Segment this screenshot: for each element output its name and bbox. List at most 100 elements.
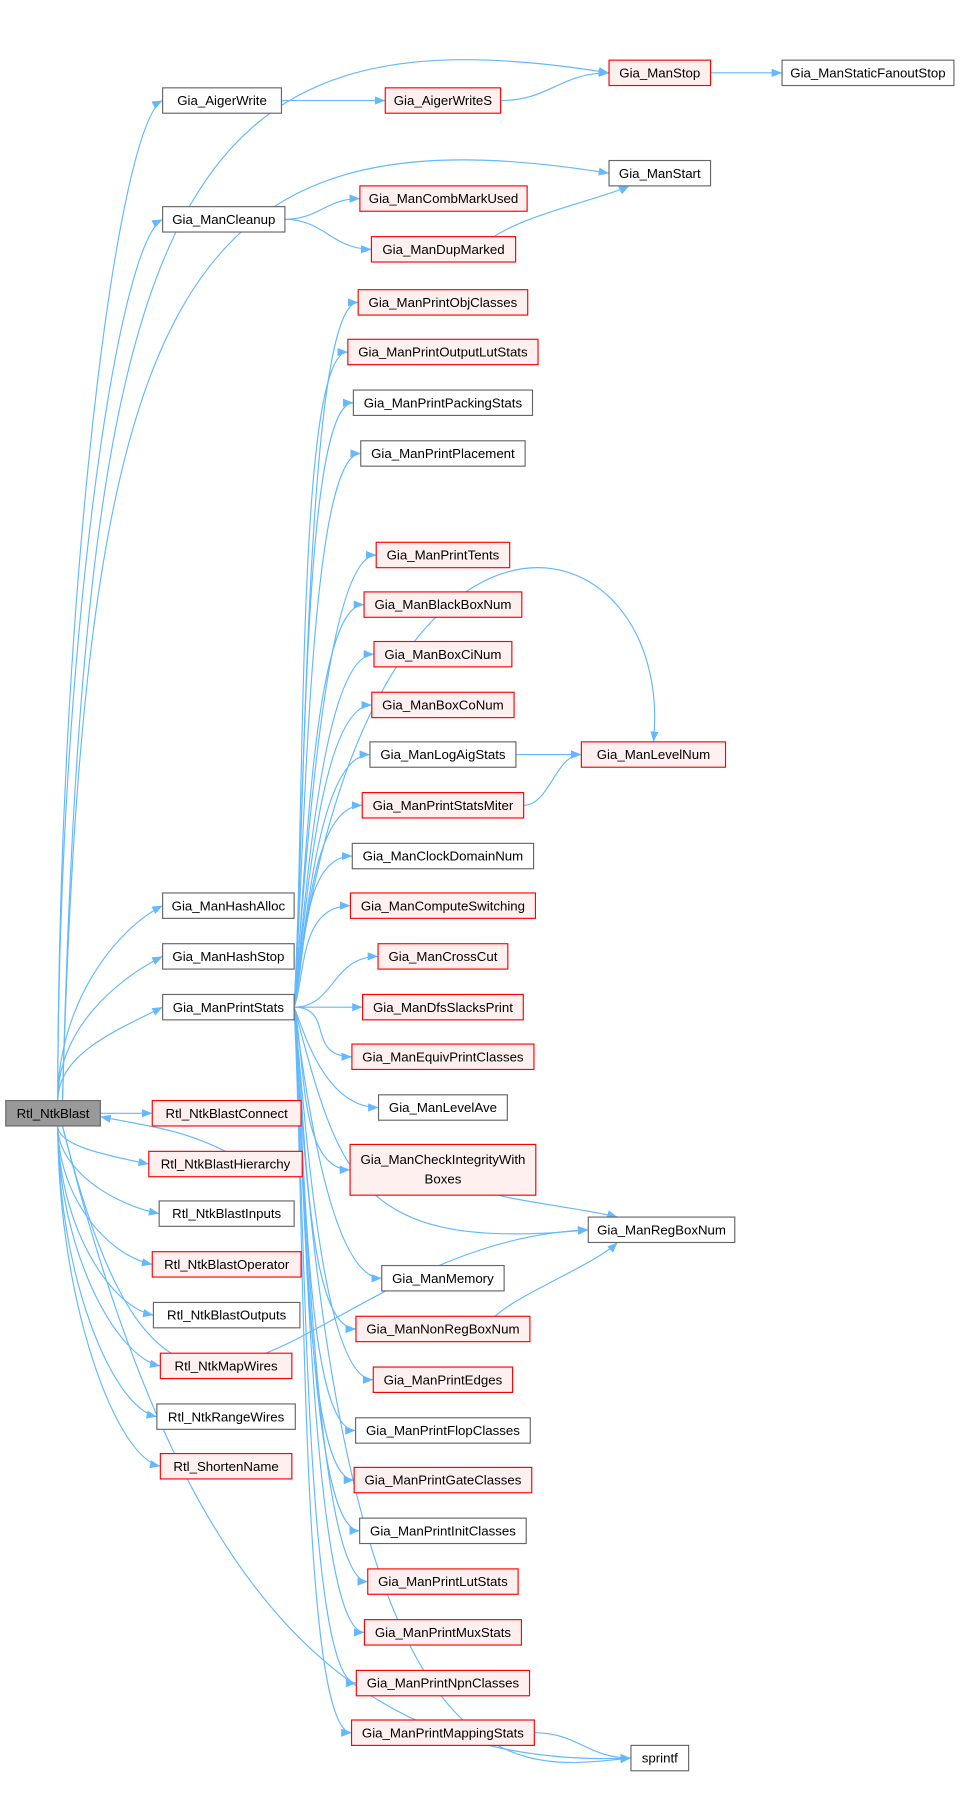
edge-rtl-ntk-blast-to-gia-man-cleanup (57, 218, 163, 1101)
node-gia-man-print-gate-classes[interactable]: Gia_ManPrintGateClasses (353, 1466, 533, 1494)
node-gia-man-print-tents[interactable]: Gia_ManPrintTents (375, 541, 511, 569)
node-gia-man-dfs-slacks-print[interactable]: Gia_ManDfsSlacksPrint (362, 993, 524, 1021)
node-gia-man-clock-domain-num[interactable]: Gia_ManClockDomainNum (351, 842, 535, 870)
edge-rtl-ntk-blast-hierarchy-to-rtl-ntk-blast (100, 1114, 226, 1152)
edge-rtl-ntk-blast-to-gia-man-start (61, 159, 610, 1101)
node-label: Gia_ManCrossCut (388, 949, 497, 964)
node-gia-man-print-init-classes[interactable]: Gia_ManPrintInitClasses (359, 1517, 527, 1545)
node-box (151, 1100, 302, 1127)
node-box (357, 289, 529, 316)
node-gia-man-compute-switching[interactable]: Gia_ManComputeSwitching (349, 892, 537, 919)
node-box (151, 1251, 302, 1278)
node-gia-man-level-ave[interactable]: Gia_ManLevelAve (377, 1094, 508, 1121)
node-gia-man-print-mapping-stats[interactable]: Gia_ManPrintMappingStats (350, 1719, 535, 1746)
edge-gia-man-non-reg-box-num-to-gia-man-reg-box-num (494, 1242, 618, 1317)
node-box (159, 1452, 293, 1480)
node-rtl-ntk-blast[interactable]: Rtl_NtkBlast (5, 1100, 101, 1127)
node-gia-man-start[interactable]: Gia_ManStart (608, 159, 712, 187)
node-label: Gia_ManStop (619, 65, 700, 80)
edge-rtl-ntk-blast-to-rtl-ntk-blast-operator (57, 1125, 153, 1267)
node-label: Gia_ManHashAlloc (172, 898, 286, 913)
node-label: Gia_ManPrintTents (387, 548, 500, 563)
edge-rtl-ntk-blast-to-gia-man-print-stats (57, 1006, 163, 1101)
node-label: Gia_ManComputeSwitching (361, 898, 525, 913)
node-gia-man-level-num[interactable]: Gia_ManLevelNum (580, 741, 727, 768)
node-box (370, 236, 517, 263)
node-label: Gia_ManPrintInitClasses (370, 1523, 516, 1538)
node-label: Rtl_NtkBlast (17, 1106, 90, 1121)
edge-gia-man-print-stats-to-gia-man-memory (293, 1007, 382, 1283)
node-box (359, 1517, 527, 1545)
node-box (363, 1619, 523, 1646)
node-gia-man-print-npn-classes[interactable]: Gia_ManPrintNpnClasses (355, 1669, 531, 1697)
node-gia-man-black-box-num[interactable]: Gia_ManBlackBoxNum (363, 591, 523, 618)
node-rtl-ntk-blast-operator[interactable]: Rtl_NtkBlastOperator (151, 1251, 302, 1278)
node-label: Gia_ManCheckIntegrityWith (360, 1152, 525, 1167)
node-label: Rtl_NtkBlastConnect (166, 1106, 289, 1121)
node-gia-man-box-ci-num[interactable]: Gia_ManBoxCiNum (373, 640, 513, 668)
node-box (587, 1216, 736, 1244)
node-rtl-ntk-blast-hierarchy[interactable]: Rtl_NtkBlastHierarchy (148, 1150, 303, 1178)
node-gia-aiger-write[interactable]: Gia_AigerWrite (162, 87, 283, 114)
node-rtl-shorten-name[interactable]: Rtl_ShortenName (159, 1452, 293, 1480)
node-gia-man-print-lut-stats[interactable]: Gia_ManPrintLutStats (367, 1568, 519, 1595)
node-rtl-ntk-blast-connect[interactable]: Rtl_NtkBlastConnect (151, 1100, 302, 1127)
node-box (349, 892, 537, 919)
node-rtl-ntk-range-wires[interactable]: Rtl_NtkRangeWires (156, 1403, 296, 1430)
node-gia-man-cleanup[interactable]: Gia_ManCleanup (162, 206, 286, 233)
node-box (162, 993, 295, 1021)
node-gia-man-print-packing-stats[interactable]: Gia_ManPrintPackingStats (352, 389, 534, 417)
node-gia-man-hash-stop[interactable]: Gia_ManHashStop (162, 943, 295, 970)
node-label: Gia_ManEquivPrintClasses (362, 1049, 524, 1064)
node-box (369, 741, 517, 768)
node-gia-man-dup-marked[interactable]: Gia_ManDupMarked (370, 236, 517, 263)
node-gia-man-equiv-print-classes[interactable]: Gia_ManEquivPrintClasses (351, 1043, 535, 1071)
node-rtl-ntk-blast-outputs[interactable]: Rtl_NtkBlastOutputs (152, 1301, 301, 1329)
node-label: Rtl_NtkBlastInputs (172, 1206, 281, 1221)
node-rtl-ntk-map-wires[interactable]: Rtl_NtkMapWires (159, 1352, 293, 1380)
node-gia-man-print-output-lut-stats[interactable]: Gia_ManPrintOutputLutStats (347, 338, 539, 366)
node-label: Gia_ManLevelAve (389, 1100, 497, 1115)
node-gia-man-cross-cut[interactable]: Gia_ManCrossCut (377, 943, 509, 970)
node-box (375, 541, 511, 569)
node-gia-man-print-placement[interactable]: Gia_ManPrintPlacement (360, 440, 526, 467)
node-gia-man-hash-alloc[interactable]: Gia_ManHashAlloc (162, 892, 295, 919)
edge-gia-man-print-stats-to-gia-man-print-packing-stats (293, 398, 354, 1008)
node-gia-man-box-co-num[interactable]: Gia_ManBoxCoNum (371, 691, 515, 719)
node-gia-man-static-fanout-stop[interactable]: Gia_ManStaticFanoutStop (781, 59, 955, 87)
edge-gia-man-print-stats-to-gia-man-print-tents (293, 550, 377, 1008)
node-gia-man-print-obj-classes[interactable]: Gia_ManPrintObjClasses (357, 289, 529, 316)
node-gia-man-reg-box-num[interactable]: Gia_ManRegBoxNum (587, 1216, 736, 1244)
node-gia-man-print-stats[interactable]: Gia_ManPrintStats (162, 993, 295, 1021)
edge-gia-man-cleanup-to-gia-man-comb-mark-used (284, 194, 360, 220)
node-gia-man-print-mux-stats[interactable]: Gia_ManPrintMuxStats (363, 1619, 523, 1646)
node-gia-man-print-stats-miter[interactable]: Gia_ManPrintStatsMiter (361, 792, 525, 819)
node-gia-man-comb-mark-used[interactable]: Gia_ManCombMarkUsed (359, 185, 528, 212)
edge-rtl-ntk-blast-to-rtl-ntk-blast-outputs (57, 1125, 154, 1318)
node-label-line2: Boxes (425, 1172, 462, 1187)
node-gia-aiger-write-s[interactable]: Gia_AigerWriteS (384, 87, 502, 114)
node-box (360, 440, 526, 467)
node-box (162, 206, 286, 233)
edge-gia-man-dup-marked-to-gia-man-start (493, 185, 630, 238)
node-sprintf[interactable]: sprintf (630, 1744, 690, 1772)
node-label: sprintf (642, 1751, 678, 1766)
node-gia-man-log-aig-stats[interactable]: Gia_ManLogAigStats (369, 741, 517, 768)
node-gia-man-memory[interactable]: Gia_ManMemory (381, 1264, 505, 1292)
node-box (162, 943, 295, 970)
node-gia-man-non-reg-box-num[interactable]: Gia_ManNonRegBoxNum (355, 1315, 531, 1343)
node-gia-man-stop[interactable]: Gia_ManStop (608, 59, 712, 87)
node-label: Gia_ManPrintObjClasses (369, 295, 518, 310)
node-label: Gia_ManPrintPackingStats (364, 395, 523, 410)
node-label: Gia_ManClockDomainNum (363, 849, 524, 864)
node-box (363, 591, 523, 618)
node-gia-man-print-edges[interactable]: Gia_ManPrintEdges (372, 1366, 514, 1393)
node-box (371, 691, 515, 719)
node-box (351, 842, 535, 870)
node-rtl-ntk-blast-inputs[interactable]: Rtl_NtkBlastInputs (158, 1200, 295, 1227)
node-label: Rtl_NtkBlastOutputs (167, 1308, 287, 1323)
node-box (377, 1094, 508, 1121)
node-label: Gia_ManPrintNpnClasses (367, 1676, 520, 1691)
node-gia-man-print-flop-classes[interactable]: Gia_ManPrintFlopClasses (355, 1417, 531, 1444)
